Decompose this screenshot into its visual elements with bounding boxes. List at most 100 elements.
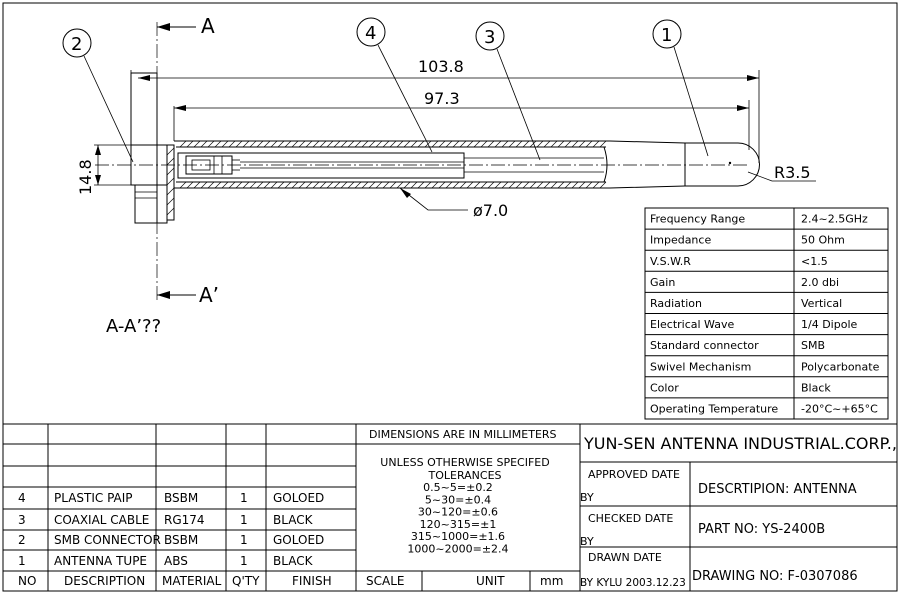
balloon-number: 1 xyxy=(661,25,672,46)
spec-label: Color xyxy=(650,381,679,394)
tolerance-header: DIMENSIONS ARE IN MILLIMETERS xyxy=(369,428,557,441)
scale-label: SCALE xyxy=(366,574,404,588)
dim-arrow xyxy=(747,75,759,81)
bom-cell-material: BSBM xyxy=(164,533,198,547)
unit-label: UNIT xyxy=(476,574,505,588)
section-caption: A-A’?? xyxy=(106,316,161,337)
dim-radius-leader xyxy=(747,171,816,182)
bom-header-qty: Q'TY xyxy=(232,574,260,588)
spec-value: Vertical xyxy=(801,297,842,310)
bom-cell-no: 1 xyxy=(18,554,26,568)
bom-header-material: MATERIAL xyxy=(162,574,222,588)
dim-arrow xyxy=(95,175,101,185)
balloon-leader xyxy=(673,46,709,157)
bom-cell-qty: 1 xyxy=(240,513,248,527)
title-block xyxy=(3,423,897,591)
spec-label: Operating Temperature xyxy=(650,402,778,415)
bom-cell-description: ANTENNA TUPE xyxy=(54,554,147,568)
bom-cell-description: PLASTIC PAIP xyxy=(54,491,133,505)
bom-cell-material: BSBM xyxy=(164,491,198,505)
balloon-number: 4 xyxy=(365,23,376,44)
tube-wall-hatch-top xyxy=(179,140,607,148)
tube-taper xyxy=(603,146,608,183)
tolerance-item: 30~120=±0.6 xyxy=(418,506,498,519)
bom-header-no: NO xyxy=(18,574,36,588)
spec-value: SMB xyxy=(801,339,825,352)
dim-height: 14.8 xyxy=(76,159,95,195)
drawn-by: BY KYLU 2003.12.23 xyxy=(580,577,686,589)
section-label-top: A xyxy=(201,14,215,38)
bom-header-description: DESCRIPTION xyxy=(64,574,145,588)
tolerance-item: 315~1000=±1.6 xyxy=(411,530,505,543)
bom-cell-finish: GOLOED xyxy=(273,533,324,547)
section-label-bottom: A’ xyxy=(199,283,219,307)
connector-upper-block xyxy=(130,72,158,146)
balloon-number: 3 xyxy=(484,27,495,48)
bom-cell-finish: BLACK xyxy=(273,513,314,527)
checked-by: BY xyxy=(580,535,594,548)
part-number: PART NO: YS-2400B xyxy=(698,522,825,537)
spec-label: V.S.W.R xyxy=(650,255,691,268)
unit-value: mm xyxy=(540,574,563,588)
spec-label: Radiation xyxy=(650,297,702,310)
bom-cell-material: ABS xyxy=(164,554,188,568)
balloon-leader xyxy=(83,55,134,163)
tolerance-line1: UNLESS OTHERWISE SPECIFED xyxy=(380,456,549,469)
balloon-leader xyxy=(377,44,433,153)
tolerance-items: 0.5~5=±0.25~30=±0.430~120=±0.6120~315=±1… xyxy=(407,481,508,556)
connector-hatch xyxy=(166,147,175,216)
drawn-label: DRAWN DATE xyxy=(588,551,662,564)
dim-diameter: ø7.0 xyxy=(473,201,508,220)
spec-value: Polycarbonate xyxy=(801,360,880,373)
approved-label: APPROVED DATE xyxy=(588,468,680,481)
section-arrow-top-head xyxy=(157,23,170,31)
bom-cell-finish: BLACK xyxy=(273,554,314,568)
bom-cell-qty: 1 xyxy=(240,554,248,568)
connector-flange xyxy=(156,144,168,224)
dim-arrow xyxy=(400,188,411,198)
drawing-number: DRAWING NO: F-0307086 xyxy=(692,569,858,584)
balloon-circle xyxy=(356,17,386,47)
dim-overall: 103.8 xyxy=(418,57,464,76)
spec-value: -20°C~+65°C xyxy=(801,402,878,415)
plastic-pipe xyxy=(177,152,465,179)
section-arrow-bottom-head xyxy=(157,291,170,299)
balloon-circle xyxy=(652,19,682,49)
bom-cell-qty: 1 xyxy=(240,491,248,505)
checked-label: CHECKED DATE xyxy=(588,512,673,525)
dim-body: 97.3 xyxy=(424,89,460,108)
dim-arrow xyxy=(138,75,150,81)
tolerance-item: 1000~2000=±2.4 xyxy=(407,543,508,556)
connector-nut xyxy=(134,184,158,224)
spec-value: <1.5 xyxy=(801,255,828,268)
spec-label: Gain xyxy=(650,276,675,289)
dim-arrow xyxy=(737,105,749,111)
antenna-tip xyxy=(685,142,760,187)
balloon-number: 2 xyxy=(71,34,82,55)
antenna-drawing: A A’ A-A’?? xyxy=(62,14,816,337)
dim-diameter-leader xyxy=(399,187,468,211)
bom-cell-description: COAXIAL CABLE xyxy=(54,513,149,527)
tube-wall-hatch-bottom xyxy=(179,181,607,189)
balloon-circle xyxy=(62,28,92,58)
dim-radius: R3.5 xyxy=(774,163,811,182)
spec-label: Standard connector xyxy=(650,339,759,352)
spec-label: Electrical Wave xyxy=(650,318,734,331)
tolerance-item: 0.5~5=±0.2 xyxy=(423,481,493,494)
spec-label: Frequency Range xyxy=(650,213,745,226)
tolerance-item: 5~30=±0.4 xyxy=(425,493,491,506)
bom-cell-no: 3 xyxy=(18,513,26,527)
bom-cell-qty: 1 xyxy=(240,533,248,547)
spec-value: 2.0 dbi xyxy=(801,276,839,289)
tolerance-item: 120~315=±1 xyxy=(420,518,497,531)
spec-value: 1/4 Dipole xyxy=(801,318,857,331)
dim-arrow xyxy=(95,145,101,155)
approved-by: BY xyxy=(580,491,594,504)
spec-value: 2.4~2.5GHz xyxy=(801,213,868,226)
dim-arrow xyxy=(174,105,186,111)
bom-cell-material: RG174 xyxy=(164,513,205,527)
